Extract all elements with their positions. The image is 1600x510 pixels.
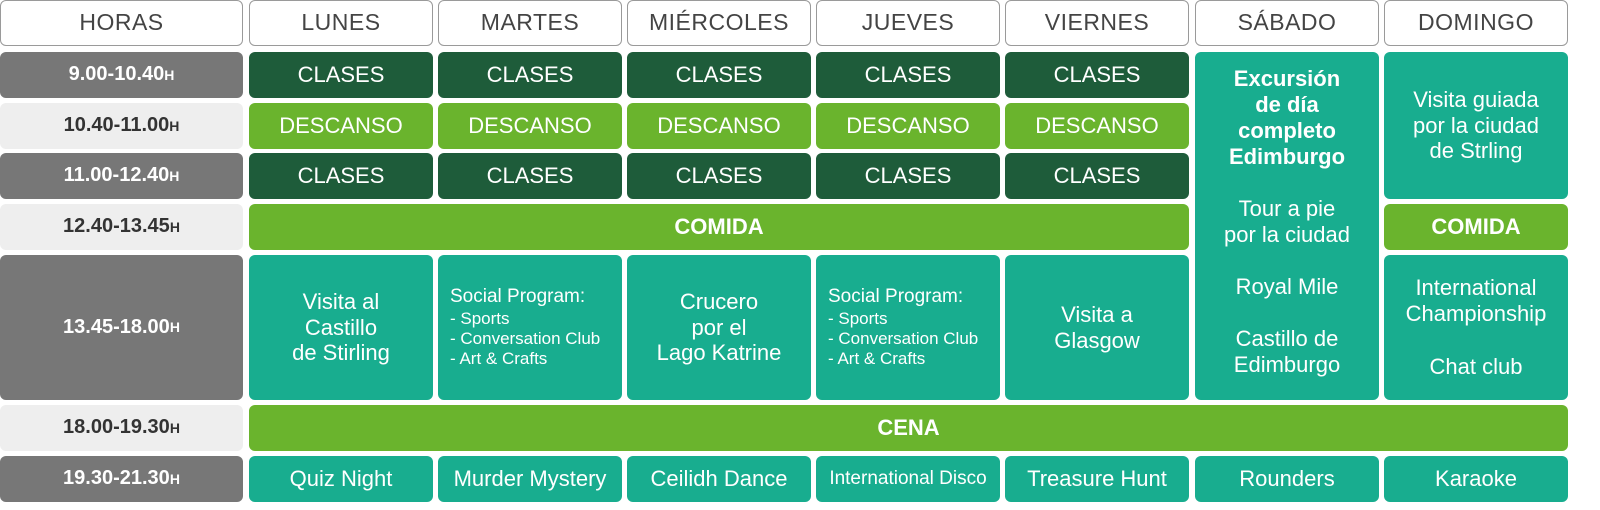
header-lunes: LUNES: [249, 0, 433, 46]
social-program-title: Social Program:: [828, 286, 964, 308]
sunday-afternoon-activity: International Championship: [1405, 274, 1547, 326]
thursday-classes-2: CLASES: [816, 153, 1000, 199]
excursion-title: Excursión de día completo Edimburgo: [1228, 66, 1346, 169]
header-miercoles: MIÉRCOLES: [627, 0, 811, 46]
time-suffix: H: [169, 117, 180, 134]
time-range: 10.40-11.00: [63, 114, 170, 137]
social-program-title: Social Program:: [450, 286, 586, 308]
header-horas: HORAS: [0, 0, 243, 46]
saturday-evening: Rounders: [1195, 456, 1379, 502]
tuesday-break: DESCANSO: [438, 103, 622, 149]
social-program-item: - Sports: [828, 308, 888, 328]
friday-classes-1: CLASES: [1005, 52, 1189, 98]
tuesday-social-program: Social Program: - Sports - Conversation …: [438, 255, 622, 400]
sunday-morning: Visita guiada por la ciudad de Strling: [1384, 52, 1568, 199]
thursday-social-program: Social Program: - Sports - Conversation …: [816, 255, 1000, 400]
excursion-item: Castillo de Edimburgo: [1233, 325, 1341, 377]
time-range: 18.00-19.30: [63, 416, 170, 439]
social-program-item: - Conversation Club: [828, 328, 979, 348]
time-suffix: H: [169, 419, 180, 436]
excursion-item: Tour a pie por la ciudad: [1224, 195, 1350, 247]
monday-evening: Quiz Night: [249, 456, 433, 502]
dinner: CENA: [249, 405, 1568, 451]
wednesday-break: DESCANSO: [627, 103, 811, 149]
tuesday-evening: Murder Mystery: [438, 456, 622, 502]
tuesday-classes-1: CLASES: [438, 52, 622, 98]
time-range: 11.00-12.40: [63, 164, 170, 187]
tuesday-classes-2: CLASES: [438, 153, 622, 199]
friday-break: DESCANSO: [1005, 103, 1189, 149]
header-sabado: SÁBADO: [1195, 0, 1379, 46]
wednesday-classes-2: CLASES: [627, 153, 811, 199]
weekday-lunch: COMIDA: [249, 204, 1189, 250]
sunday-afternoon-activity: Chat club: [1429, 354, 1523, 380]
monday-break: DESCANSO: [249, 103, 433, 149]
excursion-item: Royal Mile: [1235, 273, 1339, 299]
time-suffix: H: [169, 218, 180, 235]
wednesday-afternoon: Crucero por el Lago Katrine: [627, 255, 811, 400]
monday-afternoon: Visita al Castillo de Stirling: [249, 255, 433, 400]
friday-evening: Treasure Hunt: [1005, 456, 1189, 502]
friday-classes-2: CLASES: [1005, 153, 1189, 199]
header-jueves: JUEVES: [816, 0, 1000, 46]
thursday-break: DESCANSO: [816, 103, 1000, 149]
sunday-afternoon: International Championship Chat club: [1384, 255, 1568, 400]
monday-classes-2: CLASES: [249, 153, 433, 199]
time-suffix: H: [169, 167, 180, 184]
friday-afternoon: Visita a Glasgow: [1005, 255, 1189, 400]
header-domingo: DOMINGO: [1384, 0, 1568, 46]
monday-classes-1: CLASES: [249, 52, 433, 98]
time-suffix: H: [169, 470, 180, 487]
wednesday-classes-1: CLASES: [627, 52, 811, 98]
time-suffix: H: [164, 66, 175, 83]
sunday-lunch: COMIDA: [1384, 204, 1568, 250]
social-program-item: - Conversation Club: [450, 328, 601, 348]
time-range: 13.45-18.00: [63, 315, 170, 338]
header-martes: MARTES: [438, 0, 622, 46]
time-suffix: H: [169, 319, 180, 336]
header-viernes: VIERNES: [1005, 0, 1189, 46]
time-range: 9.00-10.40: [68, 63, 165, 86]
time-range: 12.40-13.45: [63, 215, 170, 238]
sunday-evening: Karaoke: [1384, 456, 1568, 502]
social-program-item: - Art & Crafts: [450, 348, 548, 368]
wednesday-evening: Ceilidh Dance: [627, 456, 811, 502]
time-range: 19.30-21.30: [63, 467, 170, 490]
social-program-item: - Sports: [450, 308, 510, 328]
thursday-evening: International Disco: [816, 456, 1000, 502]
saturday-excursion: Excursión de día completo Edimburgo Tour…: [1195, 52, 1379, 400]
thursday-classes-1: CLASES: [816, 52, 1000, 98]
social-program-item: - Art & Crafts: [828, 348, 926, 368]
